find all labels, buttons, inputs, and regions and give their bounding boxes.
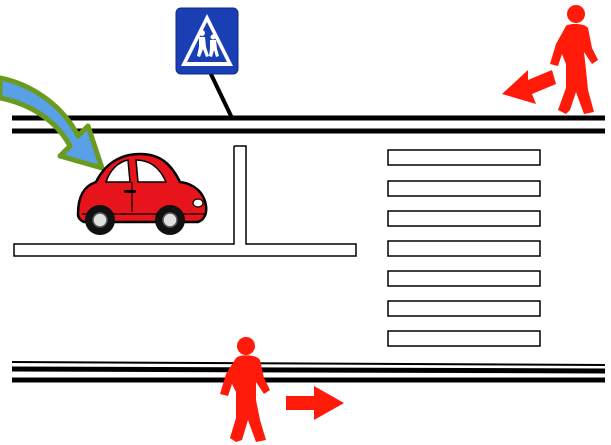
car-headlight — [193, 199, 203, 207]
sign-child-head — [199, 30, 205, 36]
arrow-right-icon — [286, 386, 344, 420]
crosswalk-stripe — [388, 241, 540, 256]
crosswalk-stripe — [388, 211, 540, 226]
car-hub-rear — [93, 213, 107, 227]
car-hub-front — [163, 213, 177, 227]
crosswalk — [388, 150, 540, 346]
turning-arrow-icon — [0, 78, 102, 168]
crosswalk-stripe — [388, 331, 540, 346]
road-bottom-line-2 — [12, 369, 605, 371]
pedestrian-head — [567, 5, 585, 23]
arrow-right — [286, 386, 344, 420]
car-door-handle — [124, 190, 136, 193]
pedestrian-bottom — [220, 337, 270, 442]
crosswalk-stripe — [388, 271, 540, 286]
pedestrian-body — [550, 24, 598, 114]
sign-pole — [208, 68, 232, 118]
sign-child-head-2 — [211, 35, 216, 40]
crosswalk-stripe — [388, 150, 540, 165]
arrow-left — [502, 70, 556, 104]
pedestrian-head — [237, 337, 255, 355]
turn-arrow-shape — [0, 78, 102, 168]
crosswalk-stripe — [388, 301, 540, 316]
pedestrian-top-right — [550, 5, 598, 114]
school-crossing-sign-icon — [176, 8, 238, 118]
road-bottom-line-1 — [12, 362, 605, 365]
crosswalk-stripe — [388, 181, 540, 196]
arrow-left-icon — [502, 70, 556, 104]
